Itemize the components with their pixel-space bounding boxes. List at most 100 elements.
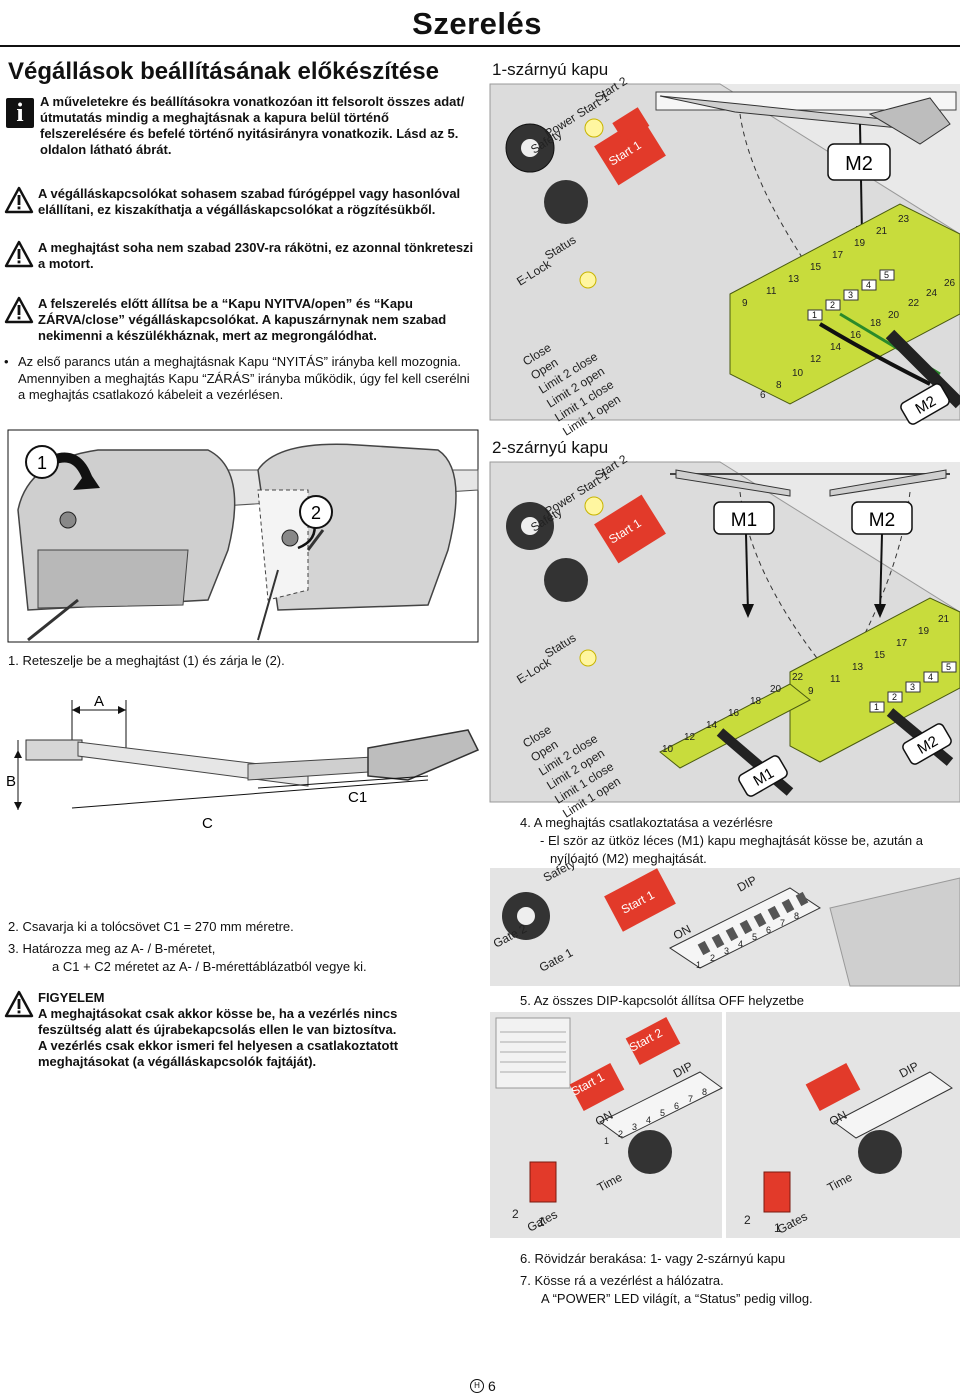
- warning-1: A végálláskapcsolókat sohasem szabad fúr…: [4, 186, 474, 218]
- jumper-dip-num-4: 4: [646, 1115, 651, 1125]
- single-motor-label: M2: [845, 153, 873, 175]
- section-title: Végállások beállításának előkészítése: [8, 58, 439, 85]
- double-term-11: 11: [830, 674, 841, 685]
- double-term-low-12: 12: [684, 732, 696, 743]
- double-motor1-label: M1: [731, 510, 757, 531]
- dip-num-8: 8: [794, 911, 799, 921]
- single-term-19: 19: [854, 238, 866, 249]
- jumper-label-right-1: 1: [774, 1221, 781, 1235]
- single-term-17: 17: [832, 250, 844, 261]
- double-wire-3: 3: [910, 682, 915, 692]
- bullet-dot: •: [4, 354, 9, 369]
- step-4-line2: - El ször az ütköz léces (M1) kapu megha…: [540, 833, 923, 848]
- jumper-dip-num-6: 6: [674, 1101, 679, 1111]
- double-term-21: 21: [938, 614, 950, 625]
- single-wire-3: 3: [848, 290, 853, 300]
- dim-c-label: C: [202, 815, 213, 832]
- dip-num-3: 3: [724, 946, 729, 956]
- double-term-low-16: 16: [728, 708, 740, 719]
- single-term-9: 9: [742, 298, 748, 309]
- step-4-line1: 4. A meghajtás csatlakoztatása a vezérlé…: [520, 815, 773, 830]
- step-4-line3: nyílóajtó (M2) meghajtását.: [550, 851, 707, 866]
- single-wire-5: 5: [884, 270, 889, 280]
- jumper-label-left-1: 1: [538, 1215, 545, 1229]
- double-motor2-label: M2: [869, 510, 895, 531]
- page-footer: H 6: [470, 1378, 496, 1394]
- single-wire-4: 4: [866, 280, 871, 290]
- single-term-low-24: 24: [926, 288, 938, 299]
- warning-3-text: A felszerelés előtt állítsa be a “Kapu N…: [38, 296, 447, 343]
- bullet-note-text: Az első parancs után a meghajtásnak Kapu…: [18, 354, 470, 402]
- dip-num-6: 6: [766, 925, 771, 935]
- language-badge: H: [470, 1379, 484, 1393]
- info-note-text: A műveletekre és beállításokra vonatkozó…: [40, 94, 465, 157]
- title-rule: [0, 45, 960, 47]
- warning-triangle-icon: [4, 186, 34, 214]
- warning-2-text: A meghajtást soha nem szabad 230V-ra rák…: [38, 240, 474, 271]
- single-term-low-10: 10: [792, 368, 804, 379]
- warning-3: A felszerelés előtt állítsa be a “Kapu N…: [4, 296, 474, 344]
- warning-2: A meghajtást soha nem szabad 230V-ra rák…: [4, 240, 474, 272]
- single-wire-2: 2: [830, 300, 835, 310]
- single-term-23: 23: [898, 214, 910, 225]
- single-gate-title: 1-szárnyú kapu: [492, 60, 609, 79]
- jumper-dip-num-7: 7: [688, 1094, 693, 1104]
- step-7-line2: A “POWER” LED világít, a “Status” pedig …: [541, 1291, 813, 1306]
- step-3-line1: 3. Határozza meg az A- / B-méretet,: [8, 941, 216, 956]
- single-term-15: 15: [810, 262, 822, 273]
- double-term-low-14: 14: [706, 720, 718, 731]
- double-gate-title: 2-szárnyú kapu: [492, 438, 609, 457]
- jumper-dip-num-1: 1: [604, 1136, 609, 1146]
- page-title: Szerelés: [412, 6, 542, 41]
- double-wire-4: 4: [928, 672, 933, 682]
- lock-label-2: 2: [311, 503, 321, 523]
- figure-lock-drive: 1 2: [7, 429, 479, 643]
- attention-line2: A vezérlés csak ekkor ismeri fel helyese…: [38, 1038, 399, 1069]
- single-term-low-12: 12: [810, 354, 822, 365]
- step-1: 1. Reteszelje be a meghajtást (1) és zár…: [8, 653, 285, 668]
- step-5: 5. Az összes DIP-kapcsolót állítsa OFF h…: [520, 993, 804, 1008]
- double-wire-2: 2: [892, 692, 897, 702]
- single-term-low-26: 26: [944, 278, 956, 289]
- double-term-17: 17: [896, 638, 908, 649]
- attention-heading: FIGYELEM: [38, 990, 105, 1005]
- dim-c1-label: C1: [348, 789, 367, 806]
- warning-triangle-icon: [4, 990, 34, 1018]
- bullet-note: • Az első parancs után a meghajtásnak Ka…: [4, 354, 470, 404]
- info-icon: i: [6, 98, 34, 128]
- double-term-13: 13: [852, 662, 864, 673]
- single-term-low-8: 8: [776, 380, 782, 391]
- single-term-11: 11: [766, 286, 777, 297]
- figure-jumper: Start 2 Start 1 DIP DIP ON ON Time Time …: [490, 1012, 960, 1238]
- single-term-21: 21: [876, 226, 888, 237]
- figure-dimensions: A B C C1: [6, 690, 480, 835]
- jumper-dip-num-2: 2: [618, 1129, 623, 1139]
- double-wire-1: 1: [874, 702, 879, 712]
- warning-triangle-icon: [4, 296, 34, 324]
- single-wire-1: 1: [812, 310, 817, 320]
- step-6: 6. Rövidzár berakása: 1- vagy 2-szárnyú …: [520, 1251, 786, 1266]
- single-term-low-14: 14: [830, 342, 842, 353]
- jumper-dip-num-5: 5: [660, 1108, 665, 1118]
- double-term-19: 19: [918, 626, 930, 637]
- page-number: 6: [488, 1378, 496, 1394]
- jumper-label-left-2: 2: [512, 1207, 519, 1221]
- step-3-line2: a C1 + C2 méretet az A- / B-mérettábláza…: [52, 959, 367, 974]
- dip-num-7: 7: [780, 918, 785, 928]
- figure-single-gate: M2 Start 2 Start 1 Power Safety Start 1 …: [489, 74, 960, 439]
- warning-1-text: A végálláskapcsolókat sohasem szabad fúr…: [38, 186, 461, 217]
- dip-num-5: 5: [752, 932, 757, 942]
- double-term-low-22: 22: [792, 672, 804, 683]
- lock-label-1: 1: [37, 453, 47, 473]
- step-7-line1: 7. Kösse rá a vezérlést a hálózatra.: [520, 1273, 724, 1288]
- single-term-low-16: 16: [850, 330, 862, 341]
- single-term-low-20: 20: [888, 310, 900, 321]
- double-term-9: 9: [808, 686, 814, 697]
- jumper-dip-num-8: 8: [702, 1087, 707, 1097]
- info-note: i A műveletekre és beállításokra vonatko…: [6, 94, 476, 158]
- step-2: 2. Csavarja ki a tolócsövet C1 = 270 mm …: [8, 919, 294, 934]
- jumper-label-right-2: 2: [744, 1213, 751, 1227]
- double-term-low-18: 18: [750, 696, 762, 707]
- attention-line1: A meghajtásokat csak akkor kösse be, ha …: [38, 1006, 398, 1037]
- single-term-13: 13: [788, 274, 800, 285]
